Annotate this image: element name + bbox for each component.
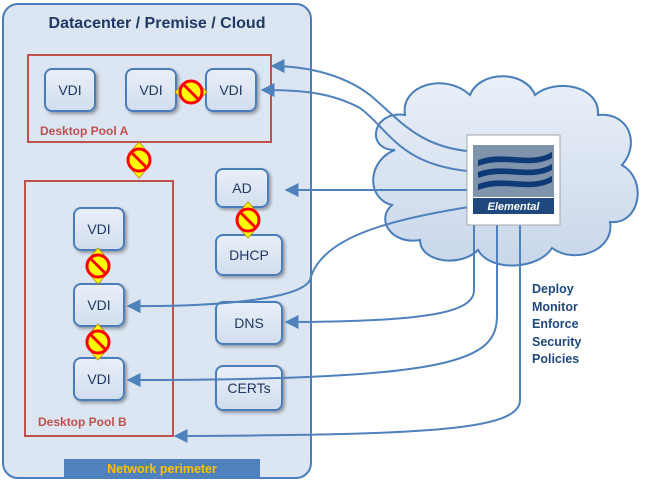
action-deploy: Deploy xyxy=(532,282,574,296)
arrow-to-vdi-a3 xyxy=(270,59,481,153)
vdi-box[interactable]: VDI xyxy=(73,283,125,327)
arrow-to-pool-b xyxy=(173,225,521,443)
vdi-box[interactable]: VDI xyxy=(125,68,177,112)
arrow-to-vdi-b2 xyxy=(126,204,483,314)
certs-box[interactable]: CERTs xyxy=(215,365,283,411)
action-security: Security xyxy=(532,334,582,349)
dns-box[interactable]: DNS xyxy=(215,301,283,345)
action-enforce: Enforce xyxy=(532,317,579,331)
vdi-box[interactable]: VDI xyxy=(205,68,257,112)
pool-b-label: Desktop Pool B xyxy=(38,415,127,429)
no-entry-icon xyxy=(85,323,111,361)
dhcp-box[interactable]: DHCP xyxy=(215,234,283,276)
logo-text: Elemental xyxy=(488,201,541,213)
vdi-box[interactable]: VDI xyxy=(44,68,96,112)
connection-arrows xyxy=(126,59,521,443)
arrow-to-dns xyxy=(284,225,475,329)
vdi-box[interactable]: VDI xyxy=(73,207,125,251)
arrow-to-vdi-a3 xyxy=(260,83,481,173)
action-monitor: Monitor xyxy=(532,299,578,314)
elemental-logo: Elemental xyxy=(466,134,561,226)
no-entry-icon xyxy=(174,79,208,105)
no-entry-icon xyxy=(85,247,111,285)
desktop-pool-a xyxy=(27,54,272,143)
no-entry-icon xyxy=(235,201,261,239)
pool-a-label: Desktop Pool A xyxy=(40,124,129,138)
ad-box[interactable]: AD xyxy=(215,168,269,208)
action-policies: Policies xyxy=(532,352,580,366)
no-entry-icon xyxy=(126,141,152,179)
container-title: Datacenter / Premise / Cloud xyxy=(48,15,266,32)
policy-actions: Deploy Monitor Enforce Security Policies xyxy=(532,281,581,369)
arrow-to-vdi-b3 xyxy=(126,225,498,387)
desktop-pool-b xyxy=(24,180,174,437)
network-perimeter-label: Network perimeter xyxy=(64,459,260,479)
